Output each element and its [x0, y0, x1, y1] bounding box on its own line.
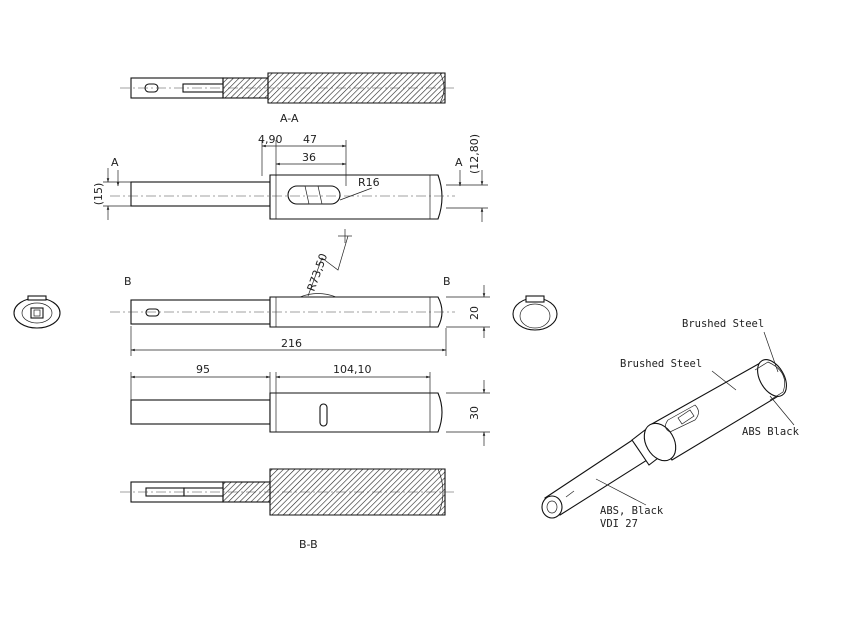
section-bb-label: B-B [299, 538, 318, 551]
dim-20: 20 [468, 306, 481, 320]
end-view-right [512, 295, 558, 331]
label-vdi-27: VDI 27 [600, 518, 638, 530]
section-a-left: A [111, 156, 119, 169]
side-view-bottom: 95 104,10 30 [130, 363, 490, 446]
side-view-middle: B B R73,50 20 216 [110, 229, 490, 356]
dim-4-90: 4,90 [258, 133, 283, 146]
label-abs-black: ABS Black [742, 426, 800, 438]
dim-30: 30 [468, 406, 481, 420]
section-b-right: B [443, 275, 451, 288]
label-brushed-steel-body: Brushed Steel [620, 358, 702, 370]
dim-15: (15) [92, 183, 105, 206]
dim-95: 95 [196, 363, 210, 376]
label-abs-black-shaft: ABS, Black [600, 505, 664, 517]
dim-104-10: 104,10 [333, 363, 372, 376]
dim-47: 47 [303, 133, 317, 146]
end-view-left [13, 295, 61, 329]
section-bb-view: B-B [120, 468, 455, 551]
side-view-top: A A 4,90 47 36 R16 (12,80) (15) [92, 133, 488, 222]
section-a-right: A [455, 156, 463, 169]
dim-r16: R16 [358, 176, 380, 189]
section-aa-view: A-A [120, 72, 455, 125]
dim-r73-50: R73,50 [305, 252, 331, 293]
isometric-view: Brushed Steel Brushed Steel ABS Black AB… [541, 318, 800, 530]
dim-216: 216 [281, 337, 302, 350]
section-b-left: B [124, 275, 132, 288]
label-brushed-steel-cap: Brushed Steel [682, 318, 764, 330]
dim-36: 36 [302, 151, 316, 164]
dim-12-80: (12,80) [468, 134, 481, 174]
section-aa-label: A-A [280, 112, 299, 125]
